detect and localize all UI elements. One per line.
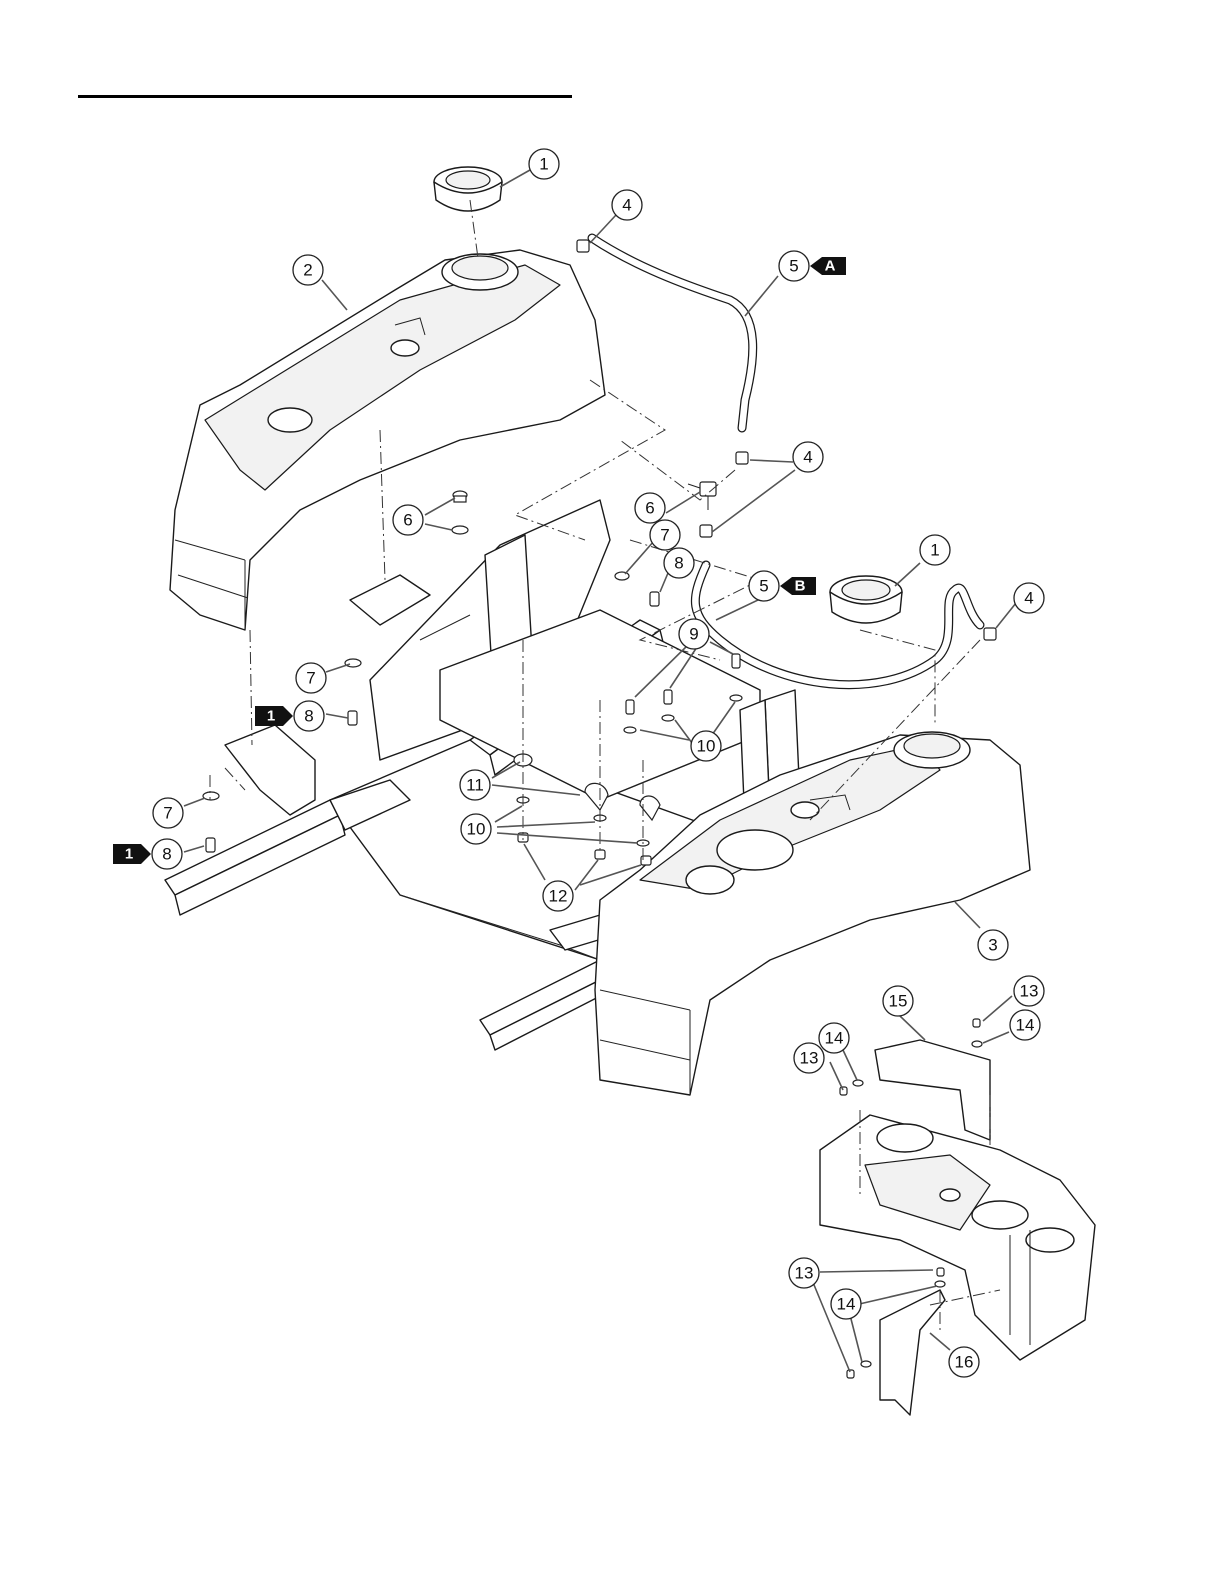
hose-clamp-4: [984, 628, 996, 640]
callout-14: 14: [831, 1289, 861, 1319]
callout-4: 4: [1014, 583, 1044, 613]
callout-8: 8: [294, 701, 324, 731]
svg-text:1: 1: [125, 846, 133, 863]
svg-text:14: 14: [837, 1295, 856, 1314]
svg-text:3: 3: [988, 936, 997, 955]
callout-6: 6: [393, 505, 423, 535]
hose-clamp-1: [577, 240, 589, 252]
callout-10: 10: [461, 814, 491, 844]
svg-text:14: 14: [1016, 1016, 1035, 1035]
callout-16: 16: [949, 1347, 979, 1377]
svg-text:4: 4: [1024, 589, 1033, 608]
svg-text:5: 5: [759, 577, 768, 596]
callout-8: 8: [152, 839, 182, 869]
reference-flag-1: 1: [113, 844, 151, 864]
callout-9: 9: [679, 619, 709, 649]
callout-13: 13: [1014, 976, 1044, 1006]
reference-flag-b: B: [780, 577, 816, 595]
svg-text:15: 15: [889, 992, 908, 1011]
callout-14: 14: [1010, 1010, 1040, 1040]
svg-text:11: 11: [466, 776, 484, 795]
callout-13: 13: [794, 1043, 824, 1073]
callout-4: 4: [612, 190, 642, 220]
fuel-tank-inset-view: [820, 1115, 1095, 1360]
callout-6: 6: [635, 493, 665, 523]
callout-10: 10: [691, 731, 721, 761]
svg-text:13: 13: [1020, 982, 1039, 1001]
svg-text:10: 10: [467, 820, 486, 839]
svg-text:1: 1: [267, 708, 275, 725]
callout-4: 4: [793, 442, 823, 472]
callout-14: 14: [819, 1023, 849, 1053]
svg-text:6: 6: [645, 499, 654, 518]
frame-rail-right: [480, 960, 612, 1050]
callout-2: 2: [293, 255, 323, 285]
heat-shield-lower: [880, 1290, 945, 1415]
callout-8: 8: [664, 548, 694, 578]
svg-text:7: 7: [306, 669, 315, 688]
callout-11: 11: [460, 770, 490, 800]
svg-text:13: 13: [795, 1264, 814, 1283]
callout-7: 7: [650, 520, 680, 550]
svg-text:4: 4: [803, 448, 812, 467]
svg-text:8: 8: [162, 845, 171, 864]
hose-clamp-2: [736, 452, 748, 464]
svg-text:8: 8: [304, 707, 313, 726]
svg-text:9: 9: [689, 625, 698, 644]
frame-rail-left: [165, 800, 345, 915]
svg-text:10: 10: [697, 737, 716, 756]
callout-5: 5: [779, 251, 809, 281]
callout-7: 7: [296, 663, 326, 693]
svg-text:7: 7: [163, 804, 172, 823]
svg-text:8: 8: [674, 554, 683, 573]
svg-text:16: 16: [955, 1353, 974, 1372]
svg-text:1: 1: [930, 541, 939, 560]
svg-text:A: A: [825, 258, 836, 275]
svg-text:14: 14: [825, 1029, 844, 1048]
callout-1: 1: [920, 535, 950, 565]
callout-3: 3: [978, 930, 1008, 960]
svg-text:1: 1: [539, 155, 548, 174]
fuel-tank-right: [595, 732, 1030, 1095]
svg-text:7: 7: [660, 526, 669, 545]
hose-clamp-3: [700, 525, 712, 537]
svg-text:12: 12: [549, 887, 568, 906]
svg-text:6: 6: [403, 511, 412, 530]
svg-text:5: 5: [789, 257, 798, 276]
svg-text:4: 4: [622, 196, 631, 215]
fuel-hose-a: [592, 238, 753, 428]
svg-text:13: 13: [800, 1049, 819, 1068]
fuel-cap-left: [434, 167, 502, 211]
fuel-cap-right: [830, 576, 902, 623]
callout-1: 1: [529, 149, 559, 179]
reference-flag-a: A: [810, 257, 846, 275]
svg-text:2: 2: [303, 261, 312, 280]
callout-7: 7: [153, 798, 183, 828]
callout-12: 12: [543, 881, 573, 911]
callout-5: 5: [749, 571, 779, 601]
svg-text:B: B: [795, 578, 806, 595]
callout-13: 13: [789, 1258, 819, 1288]
reference-flag-1: 1: [255, 706, 293, 726]
callout-15: 15: [883, 986, 913, 1016]
